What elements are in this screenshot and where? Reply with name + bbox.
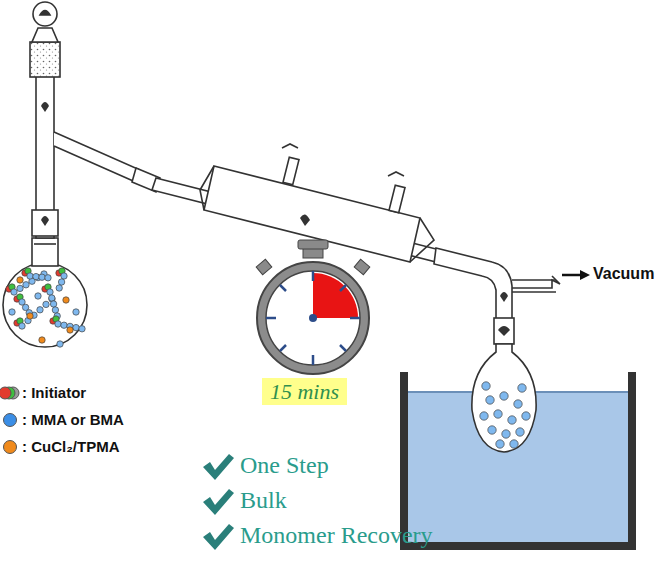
molecule-dot — [480, 412, 488, 420]
molecule-dot — [488, 426, 496, 434]
molecule-dot — [57, 341, 63, 347]
check-item: One Step — [240, 452, 329, 479]
molecule-dot — [56, 285, 62, 291]
molecule-dot — [67, 327, 73, 333]
molecule-dot — [37, 307, 43, 313]
molecule-dot — [45, 275, 51, 281]
molecule-dot — [486, 396, 494, 404]
molecule-dot — [9, 309, 15, 315]
check-item: Bulk — [240, 487, 287, 514]
molecule-dot — [514, 400, 522, 408]
molecule-dot — [39, 337, 45, 343]
molecule-dot — [55, 321, 61, 327]
molecule-dot — [518, 384, 526, 392]
molecule-dot — [11, 289, 17, 295]
molecule-dot — [19, 323, 25, 329]
molecule-dot — [52, 307, 58, 313]
molecule-dot — [73, 309, 79, 315]
vacuum-arrow — [562, 274, 582, 277]
legend-swatch — [3, 413, 17, 427]
molecule-dot — [17, 285, 23, 291]
legend-text: : MMA or BMA — [22, 411, 124, 428]
molecule-dot — [43, 301, 49, 307]
molecule-dot — [27, 313, 33, 319]
molecule-dot — [23, 282, 29, 288]
vacuum-label: Vacuum — [593, 265, 654, 283]
molecule-dot — [33, 273, 39, 279]
molecule-dot — [39, 274, 45, 280]
molecule-dot — [482, 382, 490, 390]
stopwatch — [256, 240, 370, 374]
legend-text: : Initiator — [22, 384, 86, 401]
legend-text: : CuCl₂/TPMA — [22, 438, 120, 455]
checkmarks — [203, 454, 234, 550]
molecule-dot — [17, 277, 23, 283]
initiator-sample — [0, 387, 19, 399]
arrow-head — [580, 270, 590, 280]
molecule-dot — [58, 279, 64, 285]
molecule-dot — [47, 289, 53, 295]
molecule-dot — [27, 273, 33, 279]
molecule-dot — [494, 410, 502, 418]
time-box: 15 mins — [262, 378, 347, 405]
molecule-dot — [522, 412, 530, 420]
molecule-dot — [73, 324, 79, 330]
molecule-dot — [61, 322, 67, 328]
molecule-dot — [35, 293, 41, 299]
molecule-dot — [510, 440, 518, 448]
molecule-dot — [49, 295, 55, 301]
receiving-flask — [472, 344, 536, 452]
molecule-dot — [508, 416, 516, 424]
molecule-dot — [63, 297, 69, 303]
molecule-dot — [496, 440, 504, 448]
molecule-dot — [500, 392, 508, 400]
time-label: 15 mins — [270, 379, 339, 405]
molecule-dot — [502, 430, 510, 438]
molecule-dot — [61, 273, 67, 279]
molecule-dot — [79, 326, 85, 332]
legend-swatch — [3, 440, 17, 454]
molecule-dot — [50, 301, 56, 307]
check-item: Monomer Recovery — [240, 522, 433, 549]
molecule-dot — [516, 428, 524, 436]
